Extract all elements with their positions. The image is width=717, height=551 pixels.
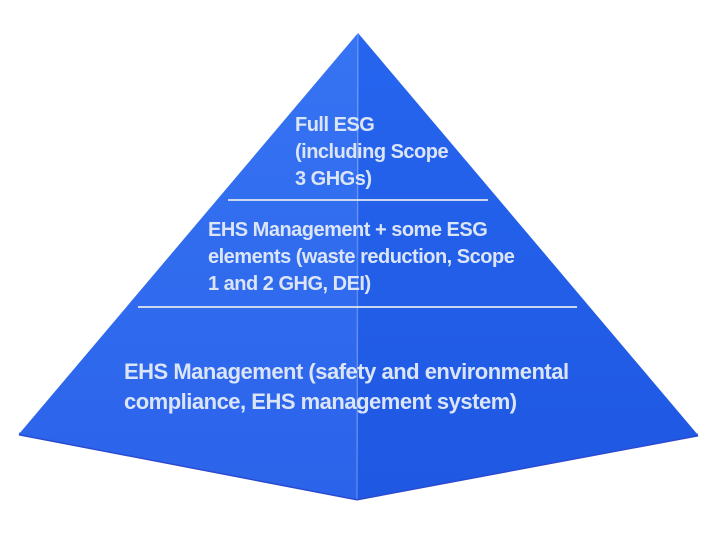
pyramid-ridge-edge bbox=[356, 32, 359, 500]
pyramid-left-face bbox=[19, 33, 358, 499]
pyramid-right-face bbox=[357, 33, 698, 499]
